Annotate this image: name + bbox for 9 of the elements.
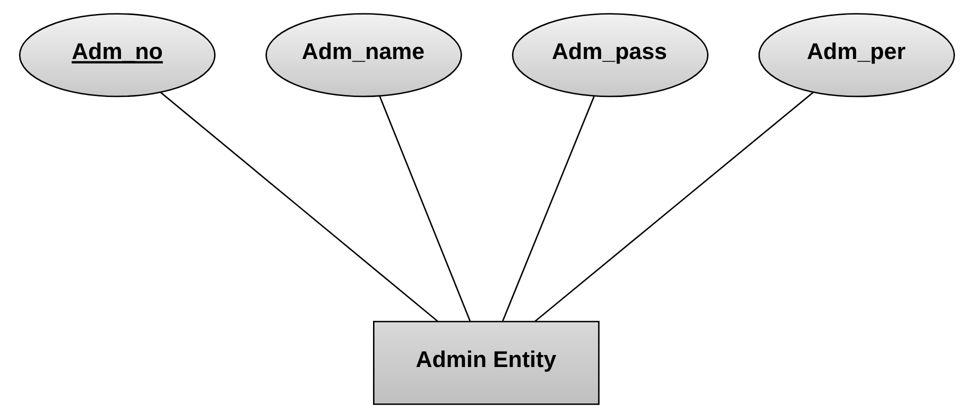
node-box: Admin Entity bbox=[373, 320, 600, 405]
connector bbox=[534, 92, 814, 322]
connector bbox=[502, 96, 595, 322]
connector bbox=[160, 92, 438, 322]
node-ellipse: Adm_per bbox=[758, 13, 956, 98]
connector bbox=[379, 96, 471, 322]
node-ellipse: Adm_no bbox=[18, 13, 216, 98]
node-ellipse: Adm_pass bbox=[512, 13, 709, 98]
node-ellipse: Adm_name bbox=[265, 13, 462, 98]
